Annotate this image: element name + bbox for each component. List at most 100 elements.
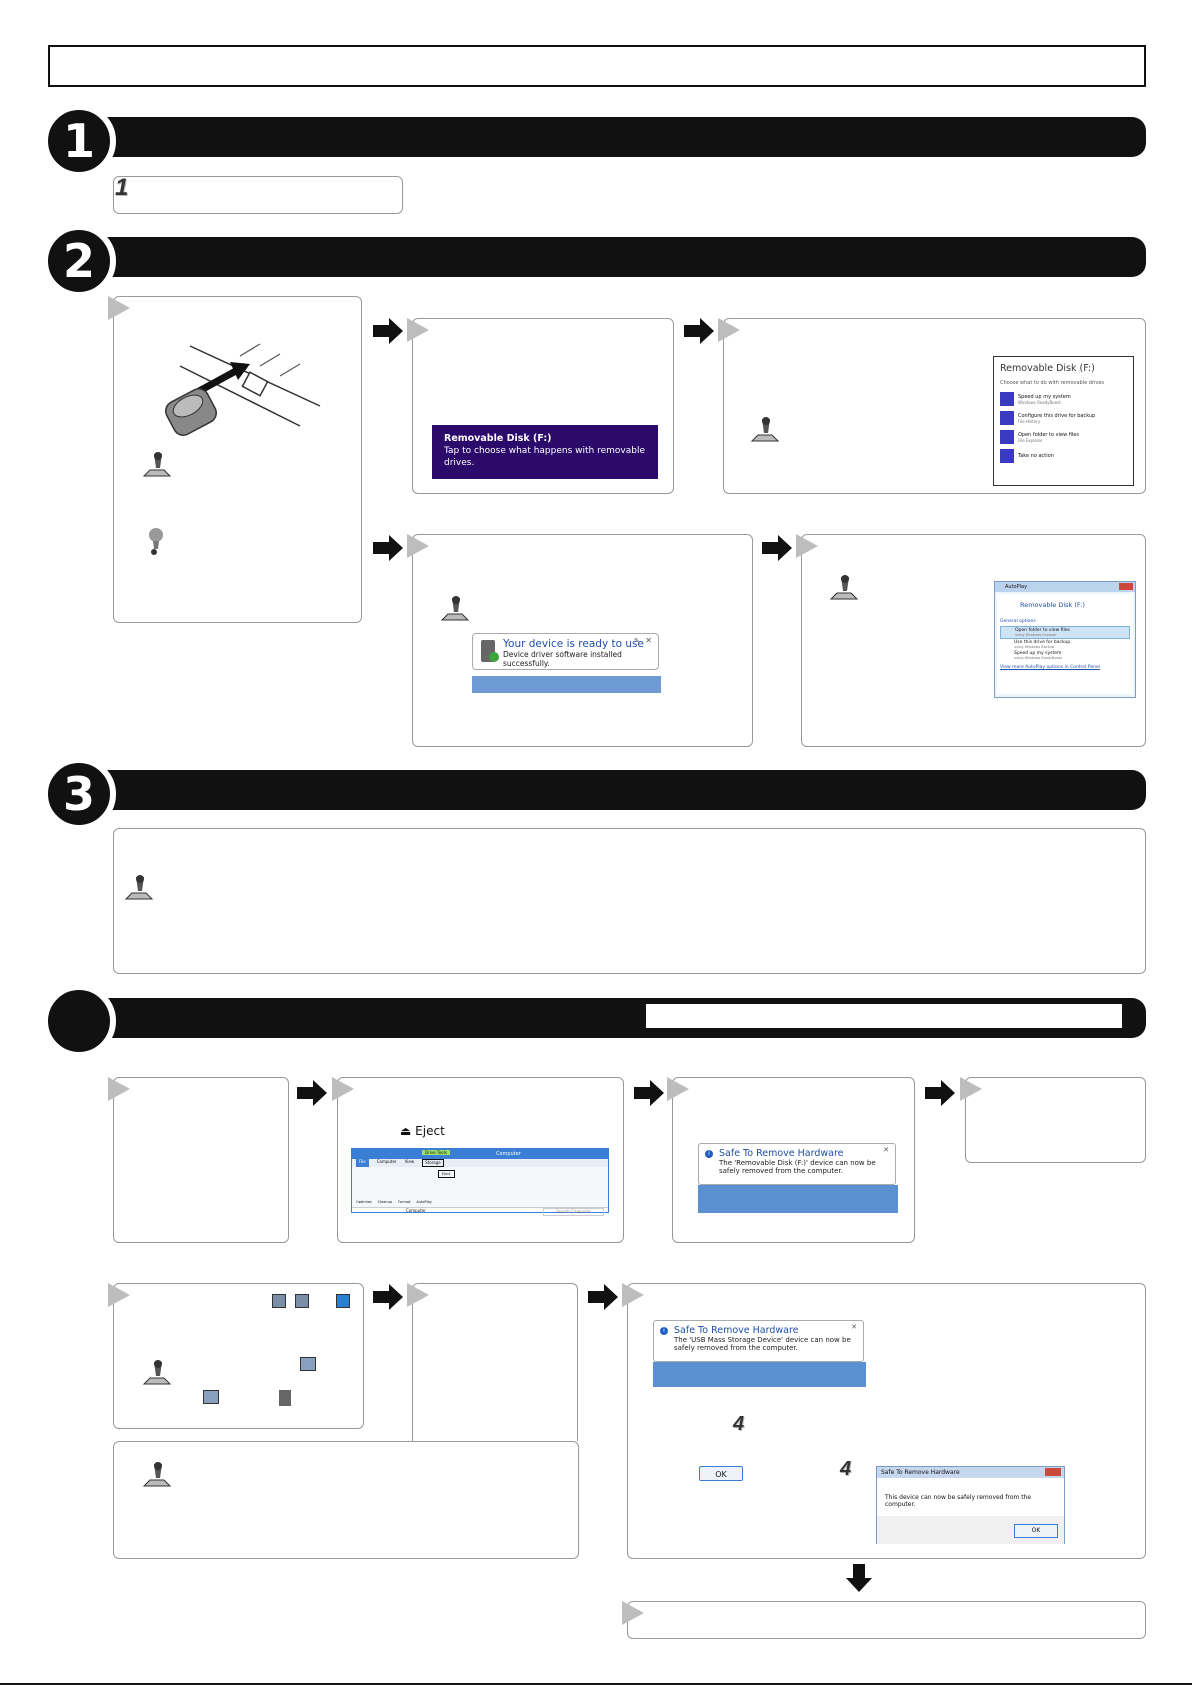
close-button[interactable] [1119, 583, 1133, 590]
memo-icon [142, 1462, 172, 1487]
step-marker [407, 1283, 429, 1307]
readyboost-icon [1000, 392, 1014, 406]
step-marker [796, 534, 818, 558]
bottom-rule [0, 1683, 1192, 1685]
option-label: Open folder to view files [1015, 628, 1070, 633]
option-label: Speed up my system [1018, 393, 1071, 400]
arrow-down-icon [846, 1564, 872, 1592]
autoplay-option[interactable]: Take no action [1000, 449, 1127, 463]
step-4-number: 4 [840, 1458, 852, 1480]
step-marker [407, 318, 429, 342]
step-marker [407, 534, 429, 558]
arrow-right-icon [373, 1284, 403, 1310]
safe-remove-balloon: i Safe To Remove Hardware The 'Removable… [698, 1143, 896, 1185]
section-3-badge: 3 [42, 757, 116, 831]
autoplay-title: Removable Disk (F:) [1000, 363, 1095, 374]
taskbar-strip [472, 676, 661, 693]
section-3-bar [62, 770, 1146, 810]
memo-icon [829, 575, 859, 600]
close-icon[interactable]: ✕ [851, 1323, 857, 1331]
explorer-window: Computer Drive Tools File Computer View … [351, 1148, 609, 1216]
step-marker [622, 1283, 644, 1307]
hint-icon [149, 528, 163, 555]
tab-computer[interactable]: Computer [376, 1159, 397, 1164]
ribbon-optimize[interactable]: Optimize [356, 1200, 372, 1204]
plug-usb-box [113, 296, 362, 623]
arrow-right-icon [373, 318, 403, 344]
memo-icon [142, 452, 172, 477]
tab-storage[interactable]: Storage [422, 1159, 444, 1167]
autoplay-panel: Removable Disk (F:) Choose what to do wi… [993, 356, 1134, 486]
taskbar-strip [653, 1362, 866, 1387]
control-panel-link[interactable]: View more AutoPlay options in Control Pa… [1000, 665, 1100, 670]
step-1-number: 1 [115, 174, 129, 201]
drive-tools-tab[interactable]: Drive Tools [422, 1150, 450, 1155]
tray-usb-icon[interactable] [272, 1294, 286, 1308]
search-input[interactable]: Search Computer [543, 1208, 604, 1216]
section-2-bar [62, 237, 1146, 277]
ribbon-cleanup[interactable]: Cleanup [377, 1200, 393, 1204]
ribbon-autoplay[interactable]: AutoPlay [416, 1200, 432, 1204]
tray-usb-icon[interactable] [336, 1294, 350, 1308]
arrow-right-icon [634, 1080, 664, 1106]
ribbon-eject[interactable]: Eject [437, 1170, 455, 1178]
section-1-bar [62, 117, 1146, 157]
section-4-label-box [645, 1003, 1123, 1029]
option-sub: File Explorer [1018, 437, 1043, 443]
arrow-right-icon [297, 1080, 327, 1106]
ribbon-format[interactable]: Format [398, 1200, 411, 1204]
option-label: Open folder to view files [1018, 431, 1079, 438]
removable-disk-tile[interactable]: Removable Disk (F:) Tap to choose what h… [432, 425, 658, 479]
dialog-body: This device can now be safely removed fr… [885, 1494, 1032, 1508]
check-icon [489, 652, 499, 662]
autoplay7-window: AutoPlay Removable Disk (F:) General opt… [994, 581, 1136, 698]
removal-step-1-box [113, 1077, 289, 1243]
show-hidden-icons-button[interactable] [203, 1390, 219, 1404]
step-marker [332, 1077, 354, 1101]
autoplay7-device: Removable Disk (F:) [1020, 601, 1085, 609]
memo-icon [142, 1360, 172, 1385]
tab-file[interactable]: File [356, 1159, 369, 1167]
close-icon[interactable]: ✕ [883, 1146, 889, 1154]
close-icon[interactable]: ✕ [645, 636, 652, 645]
tile-title: Removable Disk (F:) [444, 433, 552, 444]
dialog-title: Safe To Remove Hardware [881, 1469, 960, 1476]
tray-usb-icon[interactable] [295, 1294, 309, 1308]
autoplay7-title: AutoPlay [1005, 584, 1028, 590]
device-ready-balloon: Your device is ready to use Device drive… [472, 633, 659, 670]
step-marker [718, 318, 740, 342]
option-label: Take no action [1018, 453, 1054, 459]
dialog-ok-button[interactable]: OK [1014, 1524, 1058, 1538]
title-frame [48, 45, 1146, 87]
tab-view[interactable]: View [404, 1159, 415, 1164]
option-sub: Windows ReadyBoost [1018, 399, 1061, 405]
show-hidden-icons-button[interactable] [300, 1357, 316, 1371]
dialog-close-button[interactable] [1045, 1468, 1061, 1476]
step-marker [108, 296, 130, 320]
ready-body: Device driver software installed success… [503, 650, 622, 668]
option-sub: using Windows Explorer [1015, 633, 1057, 637]
option-label: Speed up my system [1014, 651, 1062, 656]
step-4-number: 4 [733, 1413, 745, 1435]
pin-icon[interactable]: ✎ [634, 637, 640, 645]
arrow-right-icon [925, 1080, 955, 1106]
taskbar-strip [698, 1185, 898, 1213]
tray-usb-icon[interactable] [279, 1390, 291, 1406]
step-marker [622, 1601, 644, 1625]
option-sub: using Windows Backup [1014, 645, 1055, 649]
tile-body: Tap to choose what happens with removabl… [444, 446, 646, 468]
explorer-title: Computer [496, 1151, 521, 1157]
step-marker [960, 1077, 982, 1101]
autoplay-prompt: Choose what to do with removable drives [1000, 380, 1105, 386]
ready-title: Your device is ready to use [503, 638, 644, 650]
tray-icon-step-box [113, 1283, 364, 1429]
note-box [113, 1441, 579, 1559]
address-bar[interactable]: Computer [406, 1208, 426, 1213]
ok-button[interactable]: OK [699, 1466, 743, 1481]
